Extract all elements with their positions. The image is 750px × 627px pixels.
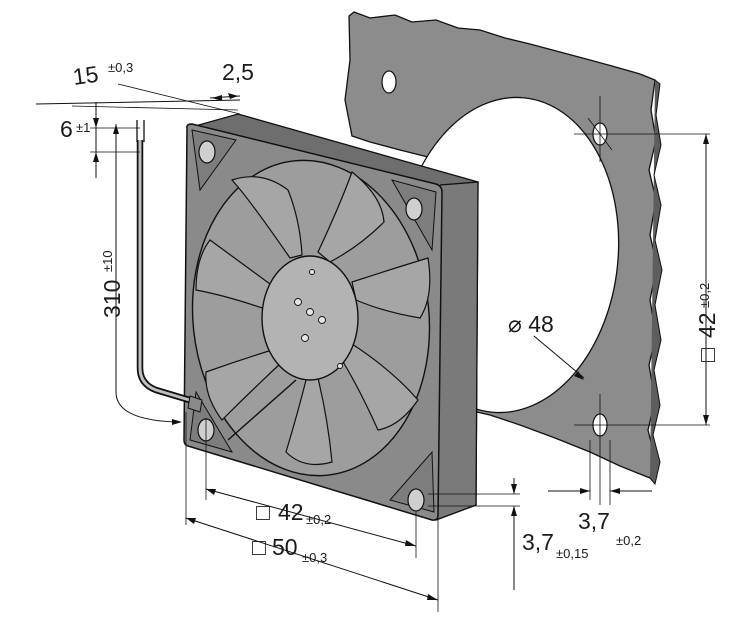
dim-fan-hole-spacing-value: 42 bbox=[278, 499, 304, 525]
dim-plate-hole-value: 3,7 bbox=[578, 508, 610, 534]
fan-hole-bottom-right bbox=[407, 488, 425, 512]
dimension-lines bbox=[35, 83, 710, 612]
arrowhead bbox=[427, 594, 438, 600]
arrowhead bbox=[113, 124, 119, 134]
dim-fan-size: □ 50 ±0,3 bbox=[252, 534, 327, 565]
arrowhead bbox=[574, 371, 584, 380]
dim-fan-hole-spacing-prefix: □ bbox=[256, 499, 270, 525]
arrowhead bbox=[186, 518, 196, 524]
dim-plate-spacing-tol: ±0,2 bbox=[697, 283, 712, 308]
hub-holes bbox=[294, 269, 343, 369]
arrowhead bbox=[703, 415, 709, 425]
fan-hole-top-left bbox=[198, 140, 216, 164]
arrowhead bbox=[228, 93, 238, 99]
arrowhead bbox=[212, 95, 222, 101]
fan-back-edge bbox=[435, 181, 479, 521]
dim-cable-strip-tol: ±1 bbox=[76, 120, 90, 135]
fan-blade bbox=[205, 349, 283, 421]
dim-depth-tol: ±0,3 bbox=[108, 60, 133, 75]
dim-fan-size-value: 50 bbox=[272, 534, 298, 560]
dim-cable-strip-value: 6 bbox=[60, 116, 73, 142]
dim-hole-circle: ⌀ 48 bbox=[508, 311, 554, 337]
fan-blade bbox=[195, 239, 271, 311]
cable-entry bbox=[187, 395, 203, 413]
dim-depth-value: 15 bbox=[71, 61, 100, 90]
arrowhead bbox=[93, 118, 99, 128]
arrowheads bbox=[93, 93, 709, 600]
dim-plate-hole: 3,7 ±0,2 bbox=[578, 508, 641, 548]
hub-hole bbox=[318, 316, 326, 324]
fan-hub bbox=[261, 255, 359, 381]
fan-icon bbox=[183, 113, 479, 521]
fan-blade bbox=[351, 257, 431, 319]
dim-cable-strip: 6 ±1 bbox=[60, 116, 90, 142]
arrowhead bbox=[610, 488, 620, 494]
plate-hole-top-left bbox=[381, 70, 397, 94]
arrowhead bbox=[511, 506, 517, 516]
dim-cable-length-tol: ±10 bbox=[100, 250, 115, 272]
hub-hole bbox=[337, 363, 343, 369]
dim-depth: 15 ±0,3 bbox=[71, 60, 133, 90]
arrowhead bbox=[511, 484, 517, 494]
dim-plate-spacing-prefix: □ bbox=[694, 348, 720, 362]
fan-blade bbox=[341, 343, 419, 431]
dim-flange-value: 2,5 bbox=[222, 59, 254, 85]
cable-core bbox=[138, 140, 197, 404]
dim-hole-circle-value: ⌀ 48 bbox=[508, 311, 554, 337]
dim-fan-size-prefix: □ bbox=[252, 534, 266, 560]
arrowhead bbox=[93, 152, 99, 162]
dim-fan-hole-spacing: □ 42 ±0,2 bbox=[256, 499, 331, 527]
arrowhead bbox=[580, 488, 590, 494]
fan-strut bbox=[227, 379, 297, 441]
dim-fan-hole-value: 3,7 bbox=[522, 529, 554, 555]
mounting-plate-edge bbox=[649, 79, 663, 486]
dim-plate-spacing: □ 42 ±0,2 bbox=[694, 283, 720, 362]
fan-blade bbox=[230, 176, 303, 259]
arrowhead bbox=[206, 489, 216, 495]
arrowhead bbox=[405, 540, 416, 546]
fan-blades bbox=[195, 171, 431, 465]
hub-hole bbox=[306, 308, 314, 316]
fan-blade bbox=[317, 171, 385, 263]
fan-hole-top-right bbox=[405, 197, 423, 221]
dim-cable-length: 310 ±10 bbox=[99, 250, 125, 318]
cable-icon bbox=[136, 120, 203, 413]
dim-plate-spacing-value: 42 bbox=[694, 312, 720, 338]
hub-hole bbox=[294, 298, 302, 306]
dim-fan-hole: 3,7 ±0,15 bbox=[522, 529, 588, 561]
hub-hole bbox=[301, 334, 309, 342]
dim-cable-length-value: 310 bbox=[99, 280, 125, 318]
arrowhead bbox=[172, 419, 182, 425]
fan-blade bbox=[285, 377, 333, 465]
dim-fan-hole-tol: ±0,15 bbox=[556, 546, 588, 561]
hub-hole bbox=[309, 269, 315, 275]
dim-flange: 2,5 bbox=[222, 59, 254, 85]
dim-fan-hole-spacing-tol: ±0,2 bbox=[306, 512, 331, 527]
dim-fan-size-tol: ±0,3 bbox=[302, 550, 327, 565]
arrowhead bbox=[703, 134, 709, 144]
dim-plate-hole-tol: ±0,2 bbox=[616, 533, 641, 548]
